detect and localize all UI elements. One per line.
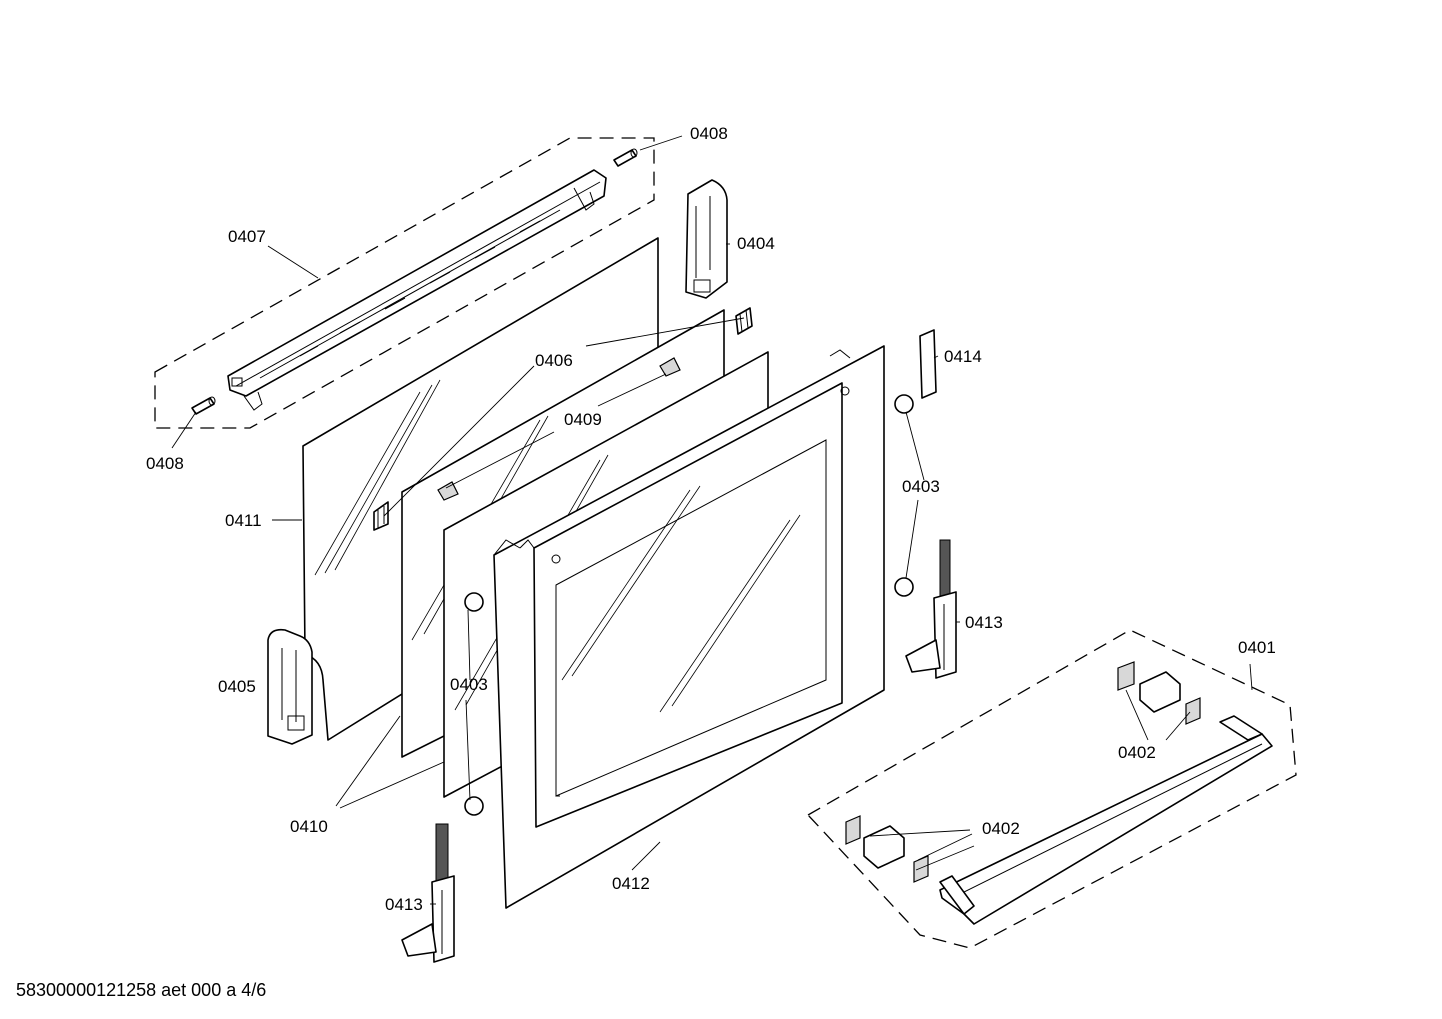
group-outline-top-trim bbox=[154, 137, 655, 429]
label-0408-left: 0408 bbox=[146, 454, 184, 473]
handle-mount-left bbox=[845, 815, 929, 883]
label-0412: 0412 bbox=[612, 874, 650, 893]
hinge-left bbox=[401, 823, 455, 963]
side-bracket-right bbox=[685, 179, 728, 299]
pin-top-right bbox=[613, 148, 638, 167]
label-0402-right: 0402 bbox=[1118, 743, 1156, 762]
side-bracket-left bbox=[267, 628, 313, 745]
cap-right-upper bbox=[894, 394, 914, 414]
label-0404: 0404 bbox=[737, 234, 775, 253]
clip-right bbox=[735, 307, 753, 335]
hinge-right bbox=[905, 539, 957, 679]
label-0403-center: 0403 bbox=[450, 675, 488, 694]
seal-strip bbox=[919, 329, 937, 399]
door-handle bbox=[939, 715, 1273, 925]
label-0409: 0409 bbox=[564, 410, 602, 429]
top-trim-bar bbox=[227, 169, 607, 411]
cap-right-lower bbox=[894, 577, 914, 597]
label-0403-right: 0403 bbox=[902, 477, 940, 496]
door-frame-front bbox=[493, 345, 885, 909]
label-0413-left: 0413 bbox=[385, 895, 423, 914]
label-0408-top: 0408 bbox=[690, 124, 728, 143]
label-0405: 0405 bbox=[218, 677, 256, 696]
handle-mount-right bbox=[1117, 661, 1201, 725]
label-0413-right: 0413 bbox=[965, 613, 1003, 632]
label-0414: 0414 bbox=[944, 347, 982, 366]
document-reference: 58300000121258 aet 000 a 4/6 bbox=[16, 980, 267, 1000]
label-0402-left: 0402 bbox=[982, 819, 1020, 838]
pin-left bbox=[191, 396, 216, 415]
label-0407: 0407 bbox=[228, 227, 266, 246]
label-0411: 0411 bbox=[225, 511, 262, 530]
label-0410: 0410 bbox=[290, 817, 328, 836]
leader-lines bbox=[171, 135, 1253, 905]
group-outline-handle bbox=[806, 629, 1297, 949]
clip-left bbox=[373, 501, 389, 531]
label-0406: 0406 bbox=[535, 351, 573, 370]
label-0401: 0401 bbox=[1238, 638, 1276, 657]
